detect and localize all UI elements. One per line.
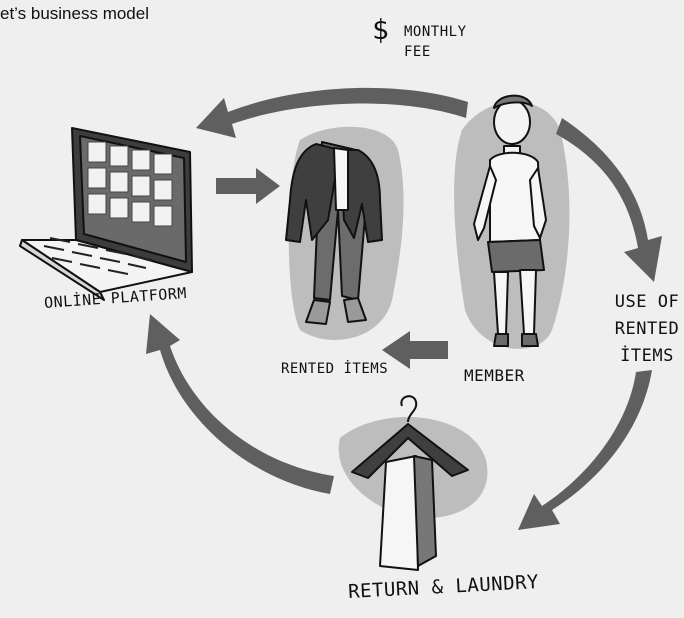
fee-line-1: MONTHLY — [404, 24, 467, 40]
label-use-line-1: USE OF — [614, 292, 680, 312]
suit-icon — [285, 141, 383, 325]
arrow-return-to-platform — [146, 314, 334, 494]
arrow-member-to-use — [556, 118, 662, 282]
hanger-icon — [351, 395, 469, 571]
fee-line-2: FEE — [404, 44, 431, 60]
label-use-line-3: İTEMS — [620, 346, 674, 366]
label-use-of-rented-items: USE OF RENTED İTEMS — [612, 289, 682, 370]
label-rented-items: RENTED İTEMS — [281, 361, 389, 377]
label-member: MEMBER — [464, 366, 525, 385]
diagram-title: et’s business model — [0, 4, 149, 23]
arrow-platform-to-items — [216, 168, 280, 204]
label-use-line-2: RENTED — [614, 319, 680, 339]
member-icon — [473, 94, 547, 347]
laptop-icon — [19, 127, 193, 301]
arrow-use-to-return — [518, 370, 652, 530]
arrow-member-to-platform — [196, 87, 468, 138]
dollar-sign: $ — [372, 13, 390, 46]
arrow-member-to-items — [382, 331, 448, 369]
